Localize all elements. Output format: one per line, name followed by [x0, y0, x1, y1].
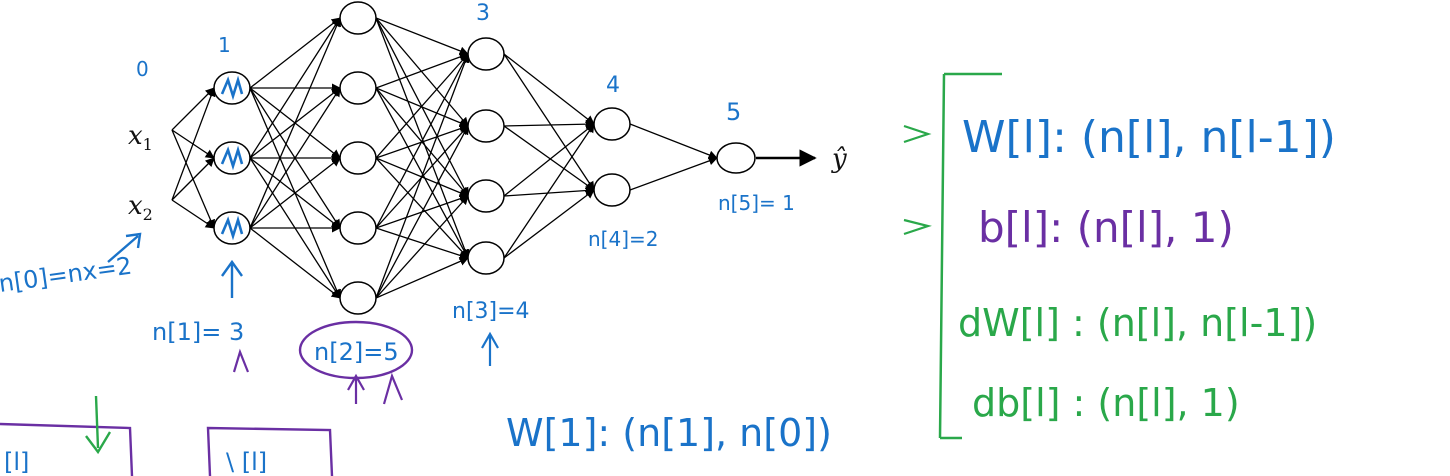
scribble-layer1-2: [220, 215, 244, 241]
edge-l2-4-to-3-0: [375, 53, 470, 299]
node-layer1-1: [213, 141, 251, 175]
edge-l2-0-to-3-1: [375, 17, 469, 127]
edge-l2-4-to-3-2: [375, 195, 469, 299]
layer-index-3: 3: [476, 1, 490, 26]
layer-index-0: 0: [136, 57, 149, 81]
annotation-w1-shape: W[1]: (n[1], n[0]): [506, 411, 832, 455]
node-layer1-2: [213, 211, 251, 245]
edge-l0-1-to-1-1: [171, 157, 215, 201]
scribble-layer1-1: [220, 145, 244, 171]
edge-l2-2-to-3-0: [375, 53, 469, 159]
input-x1: x1: [128, 121, 153, 154]
edge-l1-1-to-2-0: [249, 17, 341, 159]
bottom-box-1-text: [l]: [4, 448, 29, 476]
edge-l3-1-to-4-1: [503, 125, 595, 191]
layer-index-5: 5: [726, 98, 741, 126]
annotation-n3: n[3]=4: [452, 299, 530, 324]
bottom-box-1: [0, 422, 134, 476]
purple-arrows-layer2: [347, 372, 404, 405]
node-layer3-1: [467, 109, 505, 143]
annotation-n1: n[1]= 3: [152, 318, 244, 346]
network-nodes: [213, 1, 756, 315]
edge-l1-0-to-2-0: [249, 17, 341, 89]
edge-l2-1-to-3-0: [375, 52, 469, 89]
edge-l2-4-to-3-3: [375, 257, 469, 299]
edge-l4-1-to-5-0: [629, 156, 718, 191]
edge-l1-2-to-2-1: [249, 87, 341, 229]
rule-dw-shape: dW[l] : (n[l], n[l-1]): [958, 301, 1317, 345]
node-layer3-3: [467, 241, 505, 275]
layer-index-1: 1: [218, 33, 231, 57]
edge-l3-3-to-4-1: [503, 189, 595, 259]
annotation-n4: n[4]=2: [588, 227, 659, 251]
edge-l3-0-to-4-1: [503, 53, 595, 191]
node-layer2-3: [339, 211, 377, 245]
rule-db-shape: db[l] : (n[l], 1): [972, 381, 1240, 425]
node-layer2-2: [339, 141, 377, 175]
edge-l2-3-to-3-0: [375, 53, 469, 229]
layer-index-4: 4: [606, 73, 620, 98]
edge-l2-1-to-3-1: [375, 87, 469, 128]
edge-l1-2-to-2-0: [249, 17, 341, 229]
annotation-n5: n[5]= 1: [718, 191, 795, 215]
edge-l2-4-to-3-1: [375, 125, 469, 299]
node-layer2-0: [339, 1, 377, 35]
edge-l0-0-to-1-0: [171, 87, 215, 131]
node-layer3-2: [467, 179, 505, 213]
node-layer3-0: [467, 37, 505, 71]
input-x2: x2: [128, 191, 153, 224]
green-arrow-down: [85, 395, 112, 455]
edge-l2-1-to-3-3: [375, 87, 469, 259]
node-layer4-1: [593, 173, 631, 207]
green-pointers: [903, 124, 932, 236]
connection-edges: [171, 17, 718, 299]
edge-l1-2-to-2-4: [249, 227, 341, 299]
edge-l1-2-to-2-2: [249, 157, 341, 229]
edge-l2-2-to-3-3: [375, 157, 469, 259]
node-layer2-1: [339, 71, 377, 105]
arrow-to-x2: [107, 232, 142, 263]
arrow-to-layer1: [221, 259, 243, 298]
node-layer1-0: [213, 71, 251, 105]
green-bracket: [938, 72, 1002, 440]
output-yhat: ŷ: [831, 144, 847, 174]
bottom-box-2-text: \ [l]: [226, 448, 267, 476]
edge-l3-1-to-4-0: [503, 119, 595, 129]
annotation-n2: n[2]=5: [314, 338, 399, 366]
node-layer2-4: [339, 281, 377, 315]
node-layer4-0: [593, 107, 631, 141]
edge-l2-0-to-3-3: [375, 17, 470, 259]
bottom-box-2: [206, 426, 334, 476]
edge-l3-0-to-4-0: [503, 53, 595, 125]
scribble-layer1-0: [220, 75, 244, 101]
purple-caret-layer1: [232, 348, 250, 373]
arrow-to-layer3: [481, 331, 499, 366]
edge-l3-2-to-4-1: [503, 186, 595, 197]
edge-l3-2-to-4-0: [503, 123, 595, 197]
edge-l4-0-to-5-0: [629, 123, 718, 160]
edge-l3-3-to-4-0: [503, 123, 595, 259]
edge-l0-1-to-1-0: [171, 87, 216, 201]
rule-b-shape: b[l]: (n[l], 1): [978, 203, 1234, 252]
edge-l0-1-to-1-2: [171, 199, 215, 229]
edge-l2-3-to-3-3: [375, 227, 469, 260]
rule-w-shape: W[l]: (n[l], n[l-1]): [962, 112, 1336, 163]
node-layer5-0: [716, 142, 756, 174]
edge-l2-0-to-3-0: [375, 17, 469, 56]
